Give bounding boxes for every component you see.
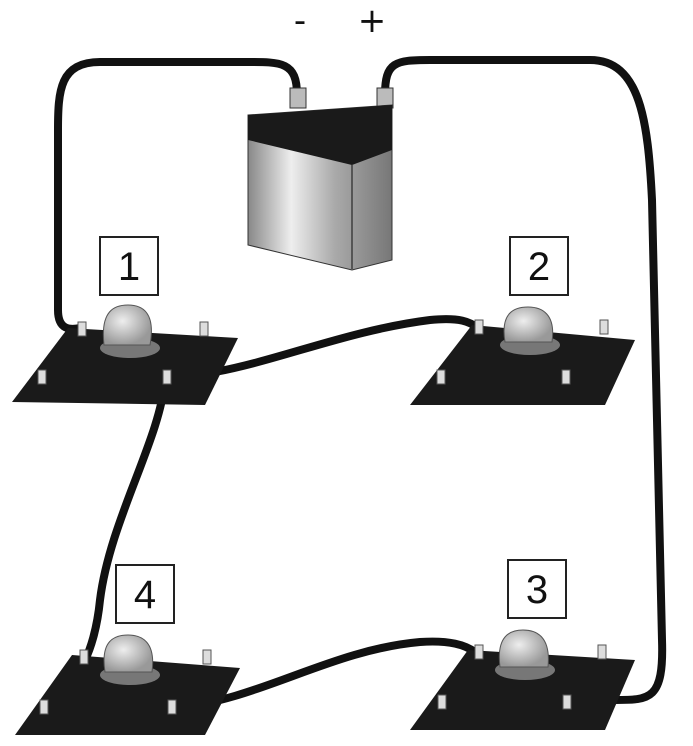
bulb-2	[410, 306, 635, 405]
negative-terminal	[289, 87, 307, 109]
wire-negative-to-bulb-1	[54, 57, 301, 333]
label-box-4: 4	[115, 564, 175, 624]
bulb-4	[15, 634, 240, 735]
bulb-2-label: 2	[528, 245, 550, 289]
bulb-3	[410, 629, 635, 730]
battery	[247, 87, 394, 271]
wire-bulb-1-to-bulb-4	[81, 376, 169, 664]
bulb-4-label: 4	[134, 573, 156, 617]
bulb-1	[12, 304, 238, 405]
positive-terminal-label: +	[358, 1, 387, 41]
label-box-1: 1	[99, 236, 159, 296]
bulb-3-label: 3	[526, 568, 548, 612]
wire-positive-to-bulb-3	[381, 56, 667, 704]
label-box-2: 2	[509, 236, 569, 296]
bulb-1-label: 1	[118, 245, 140, 289]
negative-terminal-label: -	[294, 1, 306, 41]
label-box-3: 3	[507, 559, 567, 619]
wire-bulb-1-to-bulb-2	[211, 315, 482, 376]
wire-bulb-4-to-bulb-3	[171, 637, 479, 712]
